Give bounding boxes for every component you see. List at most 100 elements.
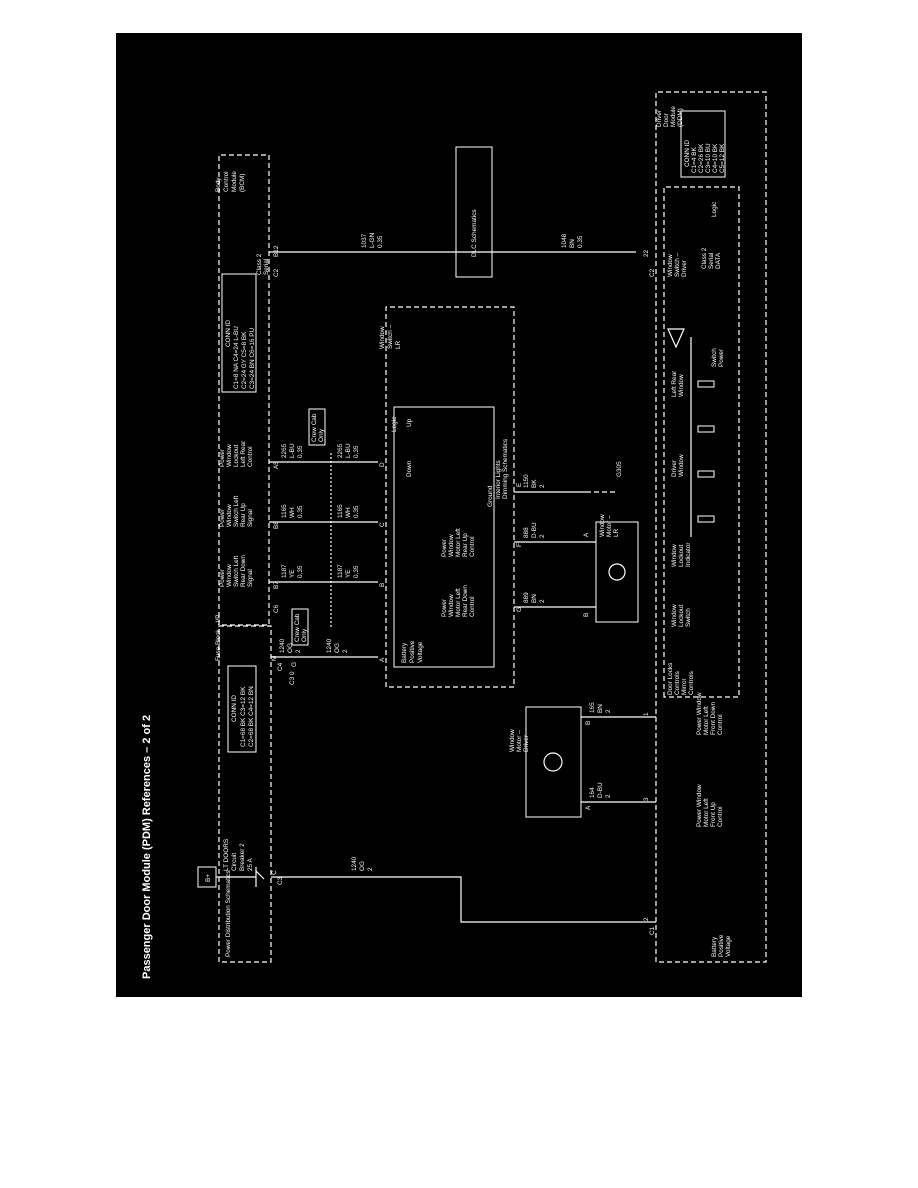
ddm-conn-id-line: C3=10 BU	[705, 143, 712, 173]
ddm-conn-id-line: C1=4 BK	[691, 147, 698, 173]
ddm-class2-label: Class 2 Serial DATA	[701, 247, 722, 269]
wire-1240-label-a: 1240 OG 2	[351, 856, 374, 871]
svg-text:Driver: Driver	[523, 734, 530, 752]
svg-text:2: 2	[367, 867, 374, 871]
battery-positive-label: Battery Positive Voltage	[401, 640, 424, 663]
svg-text:Rear Up: Rear Up	[462, 533, 469, 557]
window-switch-driver-outline	[663, 186, 740, 698]
svg-text:Left Rear: Left Rear	[240, 440, 247, 467]
svg-text:Window: Window	[226, 444, 233, 467]
svg-text:2: 2	[342, 649, 349, 653]
svg-text:0.35: 0.35	[353, 445, 360, 458]
fuse-block-label: Fuse Block – I/P	[215, 614, 222, 661]
svg-text:Switch –: Switch –	[674, 252, 681, 277]
svg-text:Control: Control	[469, 596, 476, 617]
svg-text:Serial: Serial	[263, 259, 270, 275]
pin-label: C1	[649, 926, 656, 935]
svg-text:Switch Left: Switch Left	[233, 496, 240, 527]
pwr-lf-down-label: Power Window Motor Left Front Down Contr…	[696, 692, 724, 735]
svg-text:1187: 1187	[281, 564, 288, 578]
svg-text:Control: Control	[247, 446, 254, 467]
bcm-outline	[218, 154, 270, 626]
fuse-conn-id-box	[227, 665, 257, 753]
svg-text:1240: 1240	[351, 856, 358, 871]
window-lockout-indicator-label: Window Lockout Indicator	[671, 542, 692, 567]
svg-text:Battery: Battery	[711, 936, 718, 957]
down-label: Down	[406, 460, 413, 477]
b-plus-label: B+	[205, 874, 212, 882]
svg-text:OG: OG	[359, 861, 366, 871]
svg-text:1165: 1165	[281, 504, 288, 518]
svg-text:Module: Module	[670, 106, 677, 127]
wire-2265-label: 2265 L-BU 0.35 2265 L-BU 0.35	[281, 443, 360, 458]
crew-cab-note-1-text: Only	[301, 628, 308, 642]
svg-text:Window: Window	[509, 729, 516, 752]
svg-text:YE: YE	[289, 569, 296, 578]
svg-text:Door Locks: Door Locks	[667, 663, 674, 695]
svg-text:BN: BN	[531, 594, 538, 603]
svg-text:LR: LR	[613, 528, 620, 537]
pin-label: C4	[277, 662, 284, 671]
svg-text:Power Window: Power Window	[696, 784, 703, 827]
svg-text:Window: Window	[226, 564, 233, 587]
pin-label: 3	[643, 797, 650, 801]
dlc-box	[455, 146, 493, 278]
switch-power-label: Switch Power	[711, 348, 725, 367]
dlc-label: DLC Schematics	[471, 209, 478, 257]
pin-label: M	[271, 656, 278, 661]
ddm-conn-id-title: CONN ID	[684, 140, 691, 167]
svg-text:Window: Window	[678, 454, 685, 477]
window-switch-driver-label: Window Switch – Driver	[667, 252, 688, 277]
svg-text:Front Down: Front Down	[710, 702, 717, 735]
svg-text:Power: Power	[718, 348, 725, 367]
svg-text:Dimming Schematics: Dimming Schematics	[502, 439, 509, 499]
svg-text:D-BU: D-BU	[597, 782, 604, 798]
pwr-lf-up-label: Power Window Motor Left Front Up Control	[696, 784, 724, 827]
pin-label: A	[585, 805, 592, 810]
crew-cab-note-2-text: Only	[318, 428, 325, 442]
svg-text:2: 2	[539, 484, 546, 488]
wiring-diagram: Passenger Door Module (PDM) References –…	[141, 91, 767, 979]
bcm-conn-id-title: CONN ID	[225, 320, 232, 347]
svg-text:Rear Down: Rear Down	[462, 585, 469, 617]
ddm-conn-id-line: C4=10 BK	[712, 143, 719, 173]
window-lockout-label: Window Lockout Switch	[671, 604, 692, 627]
svg-text:Battery: Battery	[401, 642, 408, 663]
logic-box	[393, 406, 495, 668]
window-switch-lr-outline	[385, 306, 515, 688]
svg-text:2: 2	[605, 794, 612, 798]
bcm-conn-id-box	[221, 273, 257, 393]
power-distribution-label: Power Distribution Schematics	[225, 870, 232, 957]
svg-text:Left Rear: Left Rear	[671, 370, 678, 397]
svg-text:Control: Control	[469, 536, 476, 557]
breaker-symbol	[255, 867, 265, 887]
svg-text:Switch: Switch	[711, 348, 718, 367]
svg-text:Power: Power	[441, 598, 448, 617]
svg-text:Module: Module	[231, 171, 238, 192]
pin-label: E	[516, 483, 523, 487]
svg-text:Window: Window	[678, 374, 685, 397]
pin-label: B	[379, 583, 386, 587]
wire-1037-label: 1037 L-GN 0.35	[361, 232, 384, 248]
svg-text:Rear Down: Rear Down	[240, 555, 247, 587]
svg-text:Serial: Serial	[708, 253, 715, 269]
svg-text:Window: Window	[379, 326, 386, 349]
svg-text:1240: 1240	[279, 638, 286, 653]
bcm-input-lockout: Power Window Lockout Left Rear Control	[219, 440, 254, 467]
pin-label: A5	[273, 461, 280, 469]
fuse-block-outline	[218, 625, 272, 963]
svg-text:Voltage: Voltage	[417, 641, 424, 663]
pwr-lr-down-ctrl-label: Power Window Motor Left Rear Down Contro…	[441, 585, 476, 617]
diagram-title: Passenger Door Module (PDM) References –…	[141, 715, 153, 979]
svg-text:Switch –: Switch –	[387, 324, 394, 349]
svg-text:Power: Power	[219, 508, 226, 527]
breaker-label: LT DOORS Circuit Breaker 2 25 A	[223, 839, 254, 871]
svg-text:Motor Left: Motor Left	[703, 706, 710, 735]
svg-text:1187: 1187	[337, 564, 344, 578]
svg-text:Driver: Driver	[656, 109, 663, 127]
svg-text:Window: Window	[667, 254, 674, 277]
svg-text:0.35: 0.35	[353, 505, 360, 518]
svg-text:Driver: Driver	[671, 459, 678, 477]
wire-1165-label: 1165 WH 0.35 1165 WH 0.35	[281, 504, 360, 518]
svg-text:WH: WH	[289, 507, 296, 518]
